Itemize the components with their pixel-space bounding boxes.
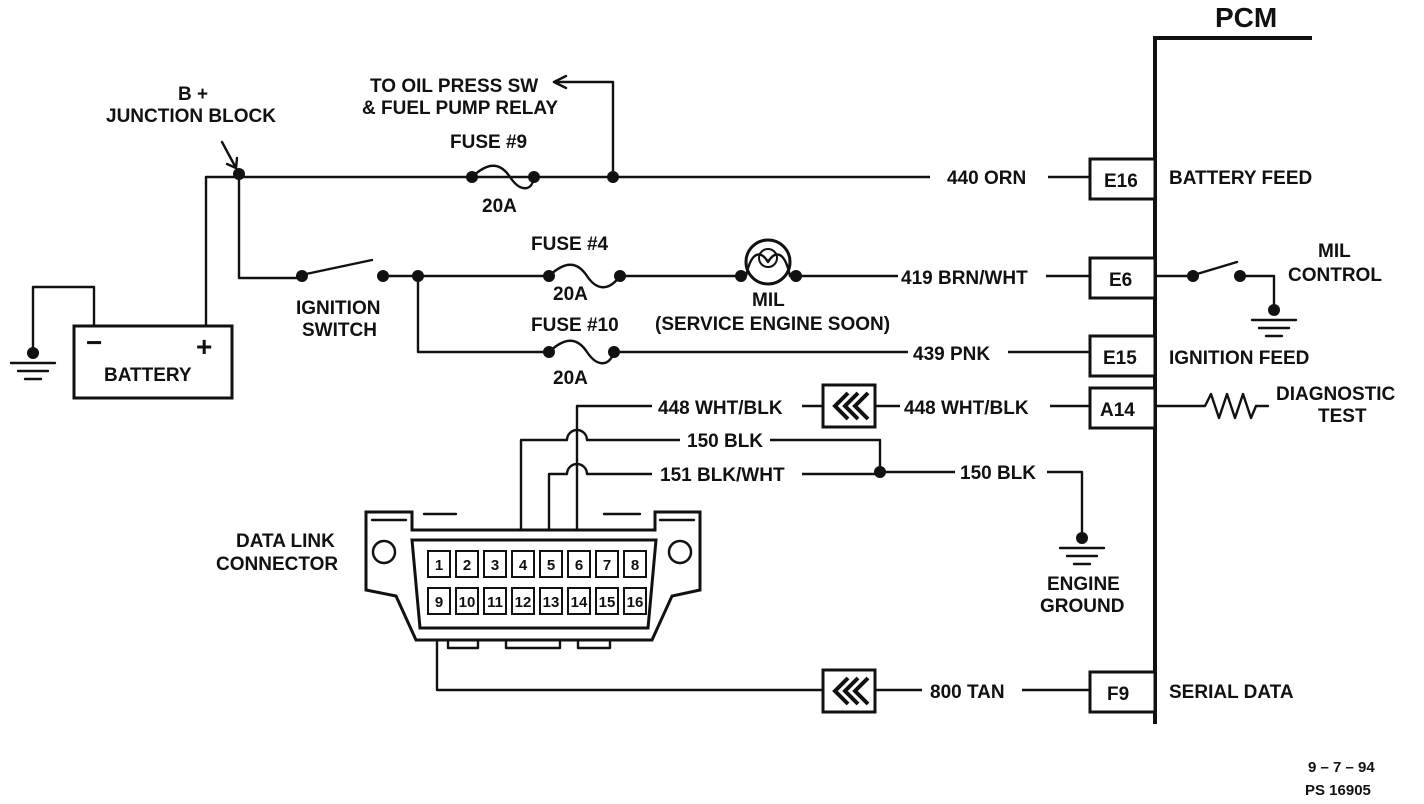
fuse-10-rating: 20A [553,368,588,389]
wire-label-800: 800 TAN [930,682,1005,703]
fuse-10-name: FUSE #10 [531,315,619,336]
fuse-4-rating: 20A [553,284,588,305]
battery-positive-sign: + [196,331,212,362]
pin-e16-box [1088,157,1157,201]
fuse-4-name: FUSE #4 [531,234,609,255]
data-link-connector: 1 2 3 4 5 6 7 8 9 10 11 12 13 14 15 16 [216,510,702,650]
junction-block: B + JUNCTION BLOCK [106,84,276,180]
battery-feed-label: BATTERY FEED [1169,168,1312,189]
oil-press-note-1: TO OIL PRESS SW [370,76,538,97]
dlc-pin-11: 11 [487,594,503,611]
footer-code: PS 16905 [1305,782,1371,799]
inline-connector-448 [821,383,877,429]
diagnostic-test-label-1: DIAGNOSTIC [1276,384,1396,405]
diagnostic-test-resistor: DIAGNOSTIC TEST [1153,384,1396,427]
oil-press-note-2: & FUEL PUMP RELAY [362,98,558,119]
dlc-pin-row-top: 1 2 3 4 5 6 7 8 [427,550,647,578]
wire-label-150-dlc: 150 BLK [687,431,763,452]
dlc-pin-10: 10 [459,594,476,611]
fuse-9-name: FUSE #9 [450,132,527,153]
junction-block-label-1: B + [178,84,208,105]
wire-label-150-ground: 150 BLK [960,463,1036,484]
mil-control-label-2: CONTROL [1288,265,1382,286]
dlc-pin-3: 3 [491,557,499,574]
mil-bulb-icon [744,248,792,278]
dlc-pin-13: 13 [543,594,560,611]
connector-chevron-icon [832,391,870,421]
battery-ground-icon [9,361,57,381]
pcm-title: PCM [1215,2,1277,33]
dlc-pin-12: 12 [515,594,532,611]
dlc-pin-14: 14 [571,594,588,611]
mil-description: (SERVICE ENGINE SOON) [655,314,890,335]
wire-label-448-pcm: 448 WHT/BLK [904,398,1029,419]
wire-label-439: 439 PNK [913,344,990,365]
pin-e6-box [1088,256,1157,300]
pin-e16-id: E16 [1104,171,1138,192]
dlc-pin-16: 16 [627,594,644,611]
battery: − + BATTERY [9,175,1092,400]
dlc-pin-9: 9 [435,594,443,611]
engine-ground-label-2: GROUND [1040,596,1124,617]
dlc-pin-2: 2 [463,557,471,574]
pcm-module: PCM [1153,2,1312,724]
fuse-9: FUSE #9 20A [450,132,540,217]
engine-ground-icon [1058,546,1106,566]
mil-label: MIL [752,290,785,311]
connector-chevron-icon [832,676,870,706]
footer-date: 9 – 7 – 94 [1308,759,1375,776]
serial-data-label: SERIAL DATA [1169,682,1294,703]
pin-a14-id: A14 [1100,400,1135,421]
ignition-switch-label-1: IGNITION [296,298,380,319]
dlc-label-2: CONNECTOR [216,554,338,575]
mil-lamp: MIL (SERVICE ENGINE SOON) [655,238,890,335]
pin-e6-id: E6 [1109,270,1132,291]
mil-control-label-1: MIL [1318,241,1351,262]
ignition-feed-label: IGNITION FEED [1169,348,1309,369]
dlc-pin-row-bottom: 9 10 11 12 13 14 15 16 [427,587,647,615]
junction-block-label-2: JUNCTION BLOCK [106,106,276,127]
dlc-pin-6: 6 [575,557,583,574]
ignition-switch-label-2: SWITCH [302,320,377,341]
wire-label-419: 419 BRN/WHT [901,268,1028,289]
pin-e15-box [1088,334,1157,378]
pin-f9-id: F9 [1107,684,1129,705]
diagnostic-test-label-2: TEST [1318,406,1367,427]
battery-label: BATTERY [104,365,192,386]
dlc-pin-15: 15 [599,594,616,611]
fuse-9-rating: 20A [482,196,517,217]
pin-e15-id: E15 [1103,348,1137,369]
dlc-pin-7: 7 [603,557,611,574]
dlc-label-1: DATA LINK [236,531,335,552]
pin-a14-box [1088,386,1157,430]
dlc-pin-1: 1 [435,557,443,574]
fuse-4: FUSE #4 20A [531,234,626,305]
wire-label-448-dlc: 448 WHT/BLK [658,398,783,419]
fuse-10: FUSE #10 20A [531,315,620,389]
dlc-pin-8: 8 [631,557,639,574]
dlc-pin-4: 4 [519,557,528,574]
pin-f9-box [1088,670,1157,714]
dlc-pin-5: 5 [547,557,555,574]
mil-control-ground-icon [1250,318,1298,338]
inline-connector-800 [821,668,877,714]
ignition-switch: IGNITION SWITCH [296,258,389,341]
wire-label-151: 151 BLK/WHT [660,465,785,486]
engine-ground-label-1: ENGINE [1047,574,1120,595]
wire-label-440: 440 ORN [947,168,1026,189]
battery-negative-sign: − [86,327,102,358]
mil-control-switch: MIL CONTROL [1153,241,1382,338]
